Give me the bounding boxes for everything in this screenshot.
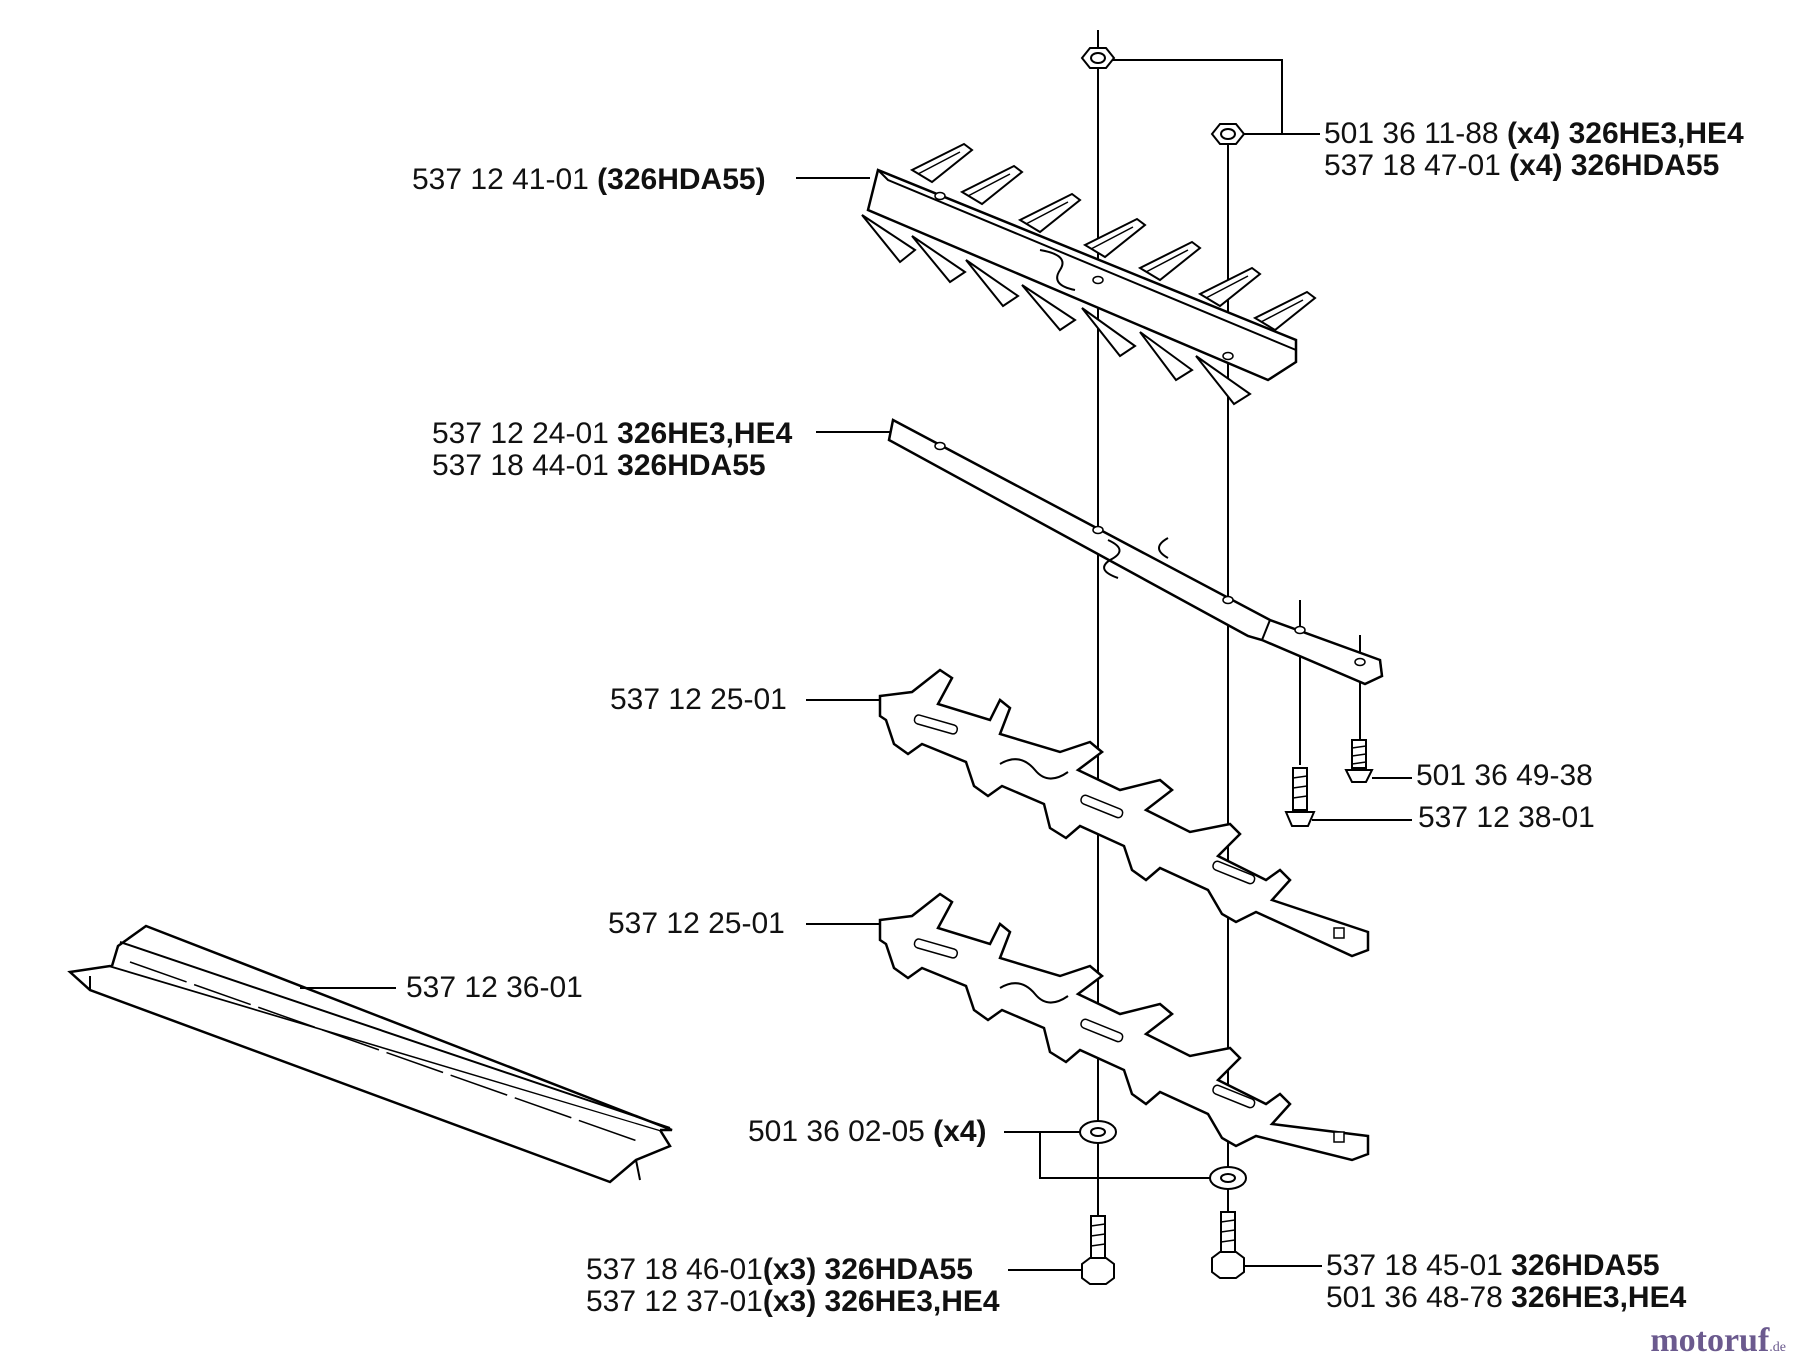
washer-icon xyxy=(1079,1120,1117,1144)
screw-long-icon xyxy=(1284,767,1316,827)
part-qualifier: (x3) 326HE3,HE4 xyxy=(762,1285,1000,1318)
part-qualifier: 326HDA55 xyxy=(617,449,766,482)
part-qualifier: 326HE3,HE4 xyxy=(617,417,793,450)
nut-icon xyxy=(1210,123,1246,145)
part-number: 537 18 47-01 xyxy=(1324,149,1510,182)
label-bolt-right: 537 18 45-01 326HDA55 501 36 48-78 326HE… xyxy=(1326,1250,1686,1314)
label-guard: 537 12 36-01 xyxy=(406,972,583,1004)
leader-line xyxy=(1039,1132,1210,1179)
label-bolt-left: 537 18 46-01(x3) 326HDA55 537 12 37-01(x… xyxy=(586,1254,1000,1318)
bolt-right-icon xyxy=(1211,1211,1245,1279)
cutter-blade-2-shape xyxy=(878,892,1370,1162)
label-bolt-right-line2: 501 36 48-78 326HE3,HE4 xyxy=(1326,1282,1686,1314)
part-number: 537 12 24-01 xyxy=(432,417,618,450)
part-number: 501 36 11-88 xyxy=(1324,117,1507,150)
cutter-blade-1-shape xyxy=(878,668,1370,958)
label-nut: 501 36 11-88 (x4) 326HE3,HE4 537 18 47-0… xyxy=(1324,118,1744,182)
label-bolt-left-line1: 537 18 46-01(x3) 326HDA55 xyxy=(586,1254,1000,1286)
part-number: 501 36 48-78 xyxy=(1326,1281,1512,1314)
label-screw-short: 501 36 49-38 xyxy=(1416,760,1593,792)
part-number: 501 36 02-05 xyxy=(748,1115,934,1148)
label-washer: 501 36 02-05 (x4) xyxy=(748,1116,987,1148)
part-number: 537 12 38-01 xyxy=(1418,801,1595,834)
part-qualifier: (x4) 326HE3,HE4 xyxy=(1506,117,1744,150)
part-number: 537 12 41-01 xyxy=(412,163,598,196)
watermark-logo: motoruf.de xyxy=(1650,1322,1786,1360)
part-number: 537 18 45-01 xyxy=(1326,1249,1512,1282)
label-screw-long: 537 12 38-01 xyxy=(1418,802,1595,834)
part-number: 537 12 37-01 xyxy=(586,1285,763,1318)
label-bolt-right-line1: 537 18 45-01 326HDA55 xyxy=(1326,1250,1686,1282)
part-number: 537 18 44-01 xyxy=(432,449,618,482)
part-qualifier: 326HDA55 xyxy=(1511,1249,1660,1282)
label-guide-bar: 537 12 24-01 326HE3,HE4 537 18 44-01 326… xyxy=(432,418,792,482)
part-number: 537 12 25-01 xyxy=(610,683,787,716)
label-guide-bar-line1: 537 12 24-01 326HE3,HE4 xyxy=(432,418,792,450)
part-number: 537 12 36-01 xyxy=(406,971,583,1004)
upper-blade-shape xyxy=(861,143,1316,406)
label-bolt-left-line2: 537 12 37-01(x3) 326HE3,HE4 xyxy=(586,1286,1000,1318)
bolt-left-icon xyxy=(1081,1215,1115,1285)
part-qualifier: (x4) 326HDA55 xyxy=(1509,149,1720,182)
guide-bar-shape xyxy=(887,418,1384,686)
part-qualifier: (x4) xyxy=(933,1115,987,1148)
label-blade-2: 537 12 25-01 xyxy=(608,908,785,940)
part-number: 501 36 49-38 xyxy=(1416,759,1593,792)
watermark-suffix: .de xyxy=(1769,1340,1786,1355)
watermark-text: motoruf xyxy=(1650,1322,1770,1359)
part-number: 537 18 46-01 xyxy=(586,1253,763,1286)
part-qualifier: (326HDA55) xyxy=(597,163,766,196)
guard-shape xyxy=(67,924,673,1184)
label-nut-line1: 501 36 11-88 (x4) 326HE3,HE4 xyxy=(1324,118,1744,150)
part-qualifier: (x3) 326HDA55 xyxy=(762,1253,973,1286)
nut-icon xyxy=(1080,47,1116,69)
washer-icon xyxy=(1209,1166,1247,1190)
part-number: 537 12 25-01 xyxy=(608,907,785,940)
label-guide-bar-line2: 537 18 44-01 326HDA55 xyxy=(432,450,792,482)
part-qualifier: 326HE3,HE4 xyxy=(1511,1281,1687,1314)
label-nut-line2: 537 18 47-01 (x4) 326HDA55 xyxy=(1324,150,1744,182)
label-upper-blade: 537 12 41-01 (326HDA55) xyxy=(412,164,766,196)
label-blade-1: 537 12 25-01 xyxy=(610,684,787,716)
screw-short-icon xyxy=(1344,739,1374,783)
leader-line xyxy=(1112,59,1283,135)
